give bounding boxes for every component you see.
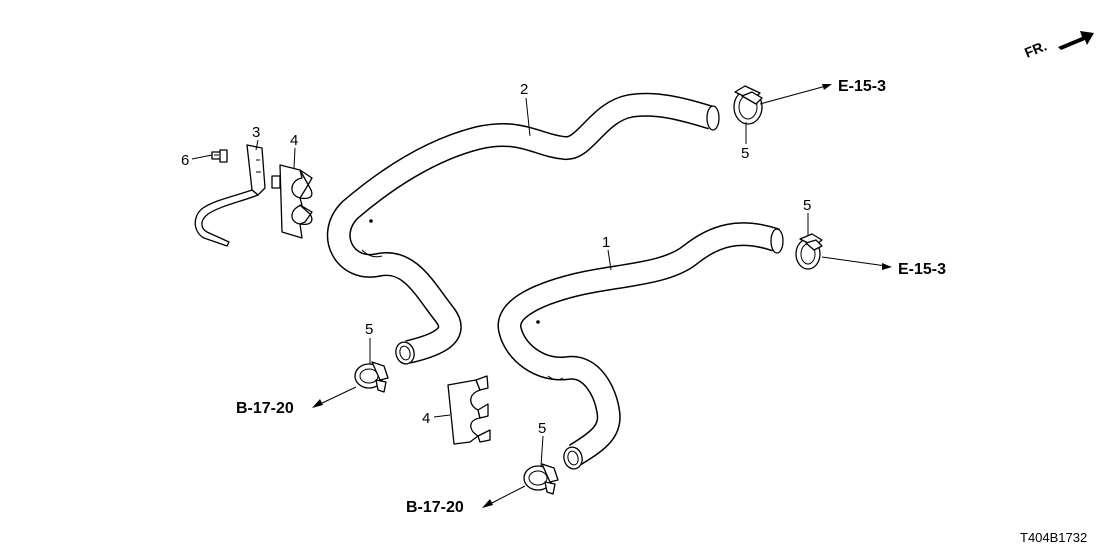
hose-1-end-right [770, 228, 784, 254]
ref-b-bottom: B-17-20 [406, 499, 464, 516]
ref-b-left: B-17-20 [236, 400, 294, 417]
ref-e-top: E-15-3 [838, 78, 886, 95]
callout-hose-2: 2 [520, 81, 528, 98]
front-label: FR. [1022, 37, 1049, 60]
clamp-5-right [795, 233, 823, 270]
callout-clamp-5-right: 5 [803, 197, 811, 214]
hose-2-end-right [706, 105, 720, 131]
hose-2 [326, 92, 720, 365]
bolt-6 [211, 149, 228, 163]
hose-1 [497, 222, 784, 470]
callout-clamp-5-bottom: 5 [538, 420, 546, 437]
reference-arrows [312, 84, 892, 508]
clamp-5-bottom [523, 463, 559, 495]
clamp-5-top [733, 85, 763, 125]
bracket-3 [194, 144, 266, 247]
callout-holder-4-upper: 4 [290, 132, 298, 149]
holder-4-upper [271, 164, 313, 239]
callout-hose-1: 1 [602, 234, 610, 251]
callout-clamp-5-left: 5 [365, 321, 373, 338]
callout-bracket-3: 3 [252, 124, 260, 141]
holder-4-lower [447, 375, 491, 445]
ref-e-right: E-15-3 [898, 261, 946, 278]
callout-bolt-6: 6 [181, 152, 189, 169]
leader-lines [191, 97, 809, 467]
callout-holder-4-lower: 4 [422, 410, 430, 427]
callout-clamp-5-top: 5 [741, 145, 749, 162]
front-arrow: FR. [1022, 31, 1094, 61]
diagram-code: T404B1732 [1020, 530, 1087, 545]
front-arrow-icon [1058, 31, 1094, 50]
clamp-5-left [354, 361, 389, 393]
